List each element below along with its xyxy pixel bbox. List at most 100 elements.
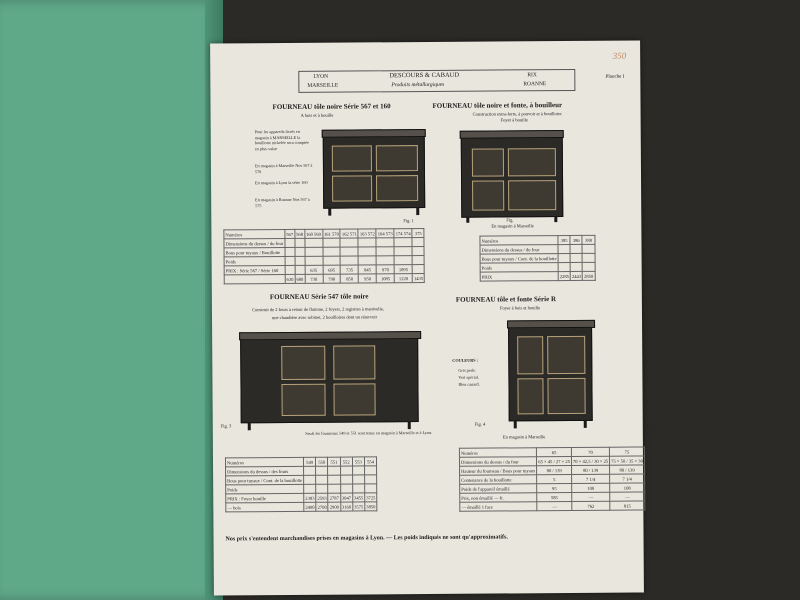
table-cell: PRIX (480, 271, 559, 282)
s3-fig: Fig. 3 (220, 423, 232, 429)
table-cell: 568 (294, 229, 305, 239)
table-cell: 3455 (352, 492, 365, 503)
table-cell (340, 466, 353, 476)
table-cell: 108 (609, 482, 645, 493)
s1-fig: Fig. 1 (403, 218, 414, 224)
table-cell (358, 246, 377, 256)
table-cell: 75 (609, 446, 645, 457)
s3-caption: Seuls les fourneaux 549 et 551 sont tenu… (305, 429, 433, 436)
table-cell (352, 474, 365, 485)
table-cell: 630 (285, 274, 295, 284)
table-cell: 695 (322, 265, 341, 275)
table-cell: 2787 (328, 493, 341, 503)
table-cell (284, 247, 295, 257)
table-cell: 1085 (376, 273, 395, 283)
table-cell: 1435 (412, 273, 425, 283)
s1-side-note-2: En magasin à Marseille Nos 567 à 570 (254, 162, 313, 174)
table-cell (303, 484, 316, 494)
table-cell (322, 256, 341, 266)
s1-title: FOURNEAU tôle noire Série 567 et 160 (272, 102, 391, 112)
table-cell (294, 238, 305, 248)
table-cell: 970 (376, 264, 395, 274)
s1-side-note-1: Pour les appareils livrés en magasin à M… (254, 128, 309, 151)
table-cell (558, 244, 571, 254)
table-cell (340, 475, 353, 485)
table-cell: 762 (571, 501, 611, 511)
table-cell: 950 (358, 273, 377, 283)
table-cell (294, 256, 305, 266)
table-cell: 2700 (316, 502, 329, 512)
table-cell: 80 / 139 (536, 465, 572, 475)
table-cell (340, 484, 353, 494)
table-cell (322, 247, 341, 257)
table-cell (304, 256, 323, 266)
green-cover (0, 0, 222, 600)
table-cell: 3575 (352, 501, 365, 512)
table-cell: 1095 (394, 264, 413, 274)
table-cell: 549 (303, 457, 316, 467)
table-cell (394, 246, 413, 256)
table-cell: 75 × 50 / 35 × 30 (609, 455, 645, 466)
table-cell (364, 483, 377, 493)
table-cell: 163 572 (358, 228, 377, 238)
s1-th: Numéros (223, 229, 285, 239)
pencil-page-number: 350 (612, 50, 627, 61)
s4-colors-title: COULEURS : (452, 357, 479, 363)
table-cell: 585 (536, 492, 572, 502)
table-cell: 2490 (303, 502, 317, 512)
s2-subtitle-2: Foyer à bouille (500, 117, 528, 123)
s1-side-note-4: En magasin à Roanne Nos 567 à 575 (255, 196, 310, 208)
catalog-page: 350 LYON MARSEILLE DESCOURS & CABAUD Pro… (210, 40, 645, 596)
table-cell: 2383 (303, 493, 317, 503)
table-cell: 7 1/4 (571, 474, 610, 484)
table-cell: 7 1/4 (609, 473, 645, 484)
table-cell (303, 475, 316, 485)
table-cell (340, 237, 359, 248)
table-cell (364, 474, 377, 484)
table-cell (304, 247, 323, 257)
header-subtitle: Produits métallurgiques (391, 81, 445, 89)
table-cell: 730 (304, 274, 323, 284)
table-cell (340, 255, 359, 266)
page-footer-note: Nos prix s'entendent marchandises prises… (225, 534, 508, 543)
header-city-marseille: MARSEILLE (307, 82, 339, 89)
table-cell (327, 466, 341, 476)
table-cell (376, 237, 395, 247)
table-cell: — (609, 491, 645, 502)
table-cell: 80 / 139 (609, 464, 645, 475)
table-cell (570, 262, 583, 272)
s4-color-1: Gris perle. (458, 367, 477, 373)
table-cell: 160 569 (304, 229, 323, 239)
table-cell: 80 / 139 (571, 465, 610, 475)
table-cell: 845 (358, 264, 377, 274)
table-cell (582, 262, 595, 272)
table-cell (294, 265, 305, 275)
table-cell: 65 (536, 447, 572, 457)
table-cell: Poids (224, 256, 285, 266)
table-cell: 2850 (582, 271, 595, 281)
table-cell: 385 (557, 235, 571, 245)
s4-stove-illustration (507, 319, 596, 429)
table-cell: 3160 (340, 502, 353, 512)
s3-title: FOURNEAU Série 547 tôle noire (269, 292, 369, 302)
s4-caption: En magasin à Marseille (502, 434, 546, 440)
table-cell: 550 (315, 457, 328, 467)
table-cell: 95 (536, 483, 572, 493)
table-cell: 552 (340, 457, 353, 467)
table-cell (570, 244, 583, 254)
table-cell (315, 466, 329, 476)
s2-caption: En magasin à Marseille (491, 223, 534, 229)
table-cell (328, 484, 341, 494)
table-cell (558, 253, 571, 263)
table-cell: 375 (412, 228, 425, 238)
s2-title: FOURNEAU tôle noire et fonte, à bouilleu… (432, 101, 563, 110)
s4-subtitle: Foyer à bois et houille (499, 305, 541, 311)
table-cell: 70 × 42,5 / 30 × 25 (571, 456, 610, 466)
table-cell: 1220 (394, 273, 413, 283)
table-cell (303, 466, 316, 476)
table-cell: 554 (364, 456, 377, 466)
table-cell (582, 253, 595, 263)
